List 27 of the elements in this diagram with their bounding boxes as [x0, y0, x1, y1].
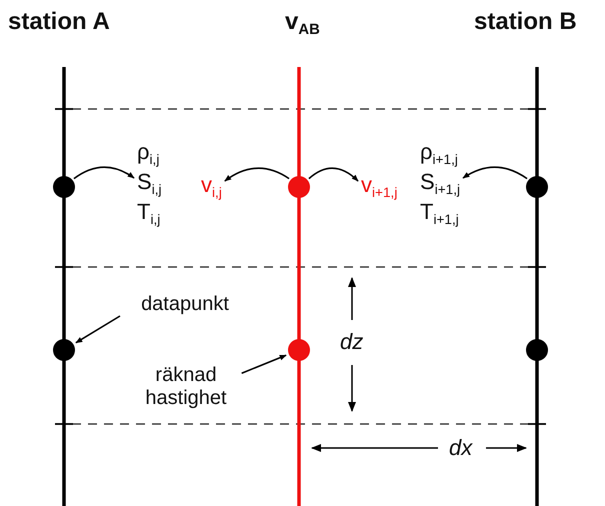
variable-label: T$_{i+1,j}$ [420, 199, 459, 225]
curved-arrow [74, 166, 135, 180]
leader-line [75, 315, 120, 344]
curved-arrow [462, 166, 528, 180]
curved-arrow [308, 167, 359, 182]
annotation-text: räknad hastighet [128, 364, 244, 410]
variable-label: v$_{i,j}$ [201, 172, 222, 198]
data-point [526, 176, 548, 198]
curved-arrow [224, 167, 290, 182]
data-point [53, 339, 75, 361]
data-point [288, 176, 310, 198]
dimension-label: dx [449, 436, 472, 460]
variable-label: ρ$_{i,j}$ [137, 139, 160, 165]
leader-line [241, 354, 287, 374]
dimension-label: dz [340, 330, 364, 354]
station-heading: v$_{AB}$ [285, 8, 320, 36]
variable-label: ρ$_{i+1,j}$ [420, 139, 458, 165]
variable-label: S$_{i+1,j}$ [420, 169, 460, 195]
variable-label: T$_{i,j}$ [137, 199, 160, 225]
data-point [288, 339, 310, 361]
annotation-text: datapunkt [120, 293, 250, 316]
variable-label: S$_{i,j}$ [137, 169, 162, 195]
data-point [53, 176, 75, 198]
station-heading: station B [474, 8, 577, 36]
station-heading: station A [8, 8, 110, 36]
variable-label: v$_{i+1,j}$ [361, 172, 398, 198]
data-point [526, 339, 548, 361]
